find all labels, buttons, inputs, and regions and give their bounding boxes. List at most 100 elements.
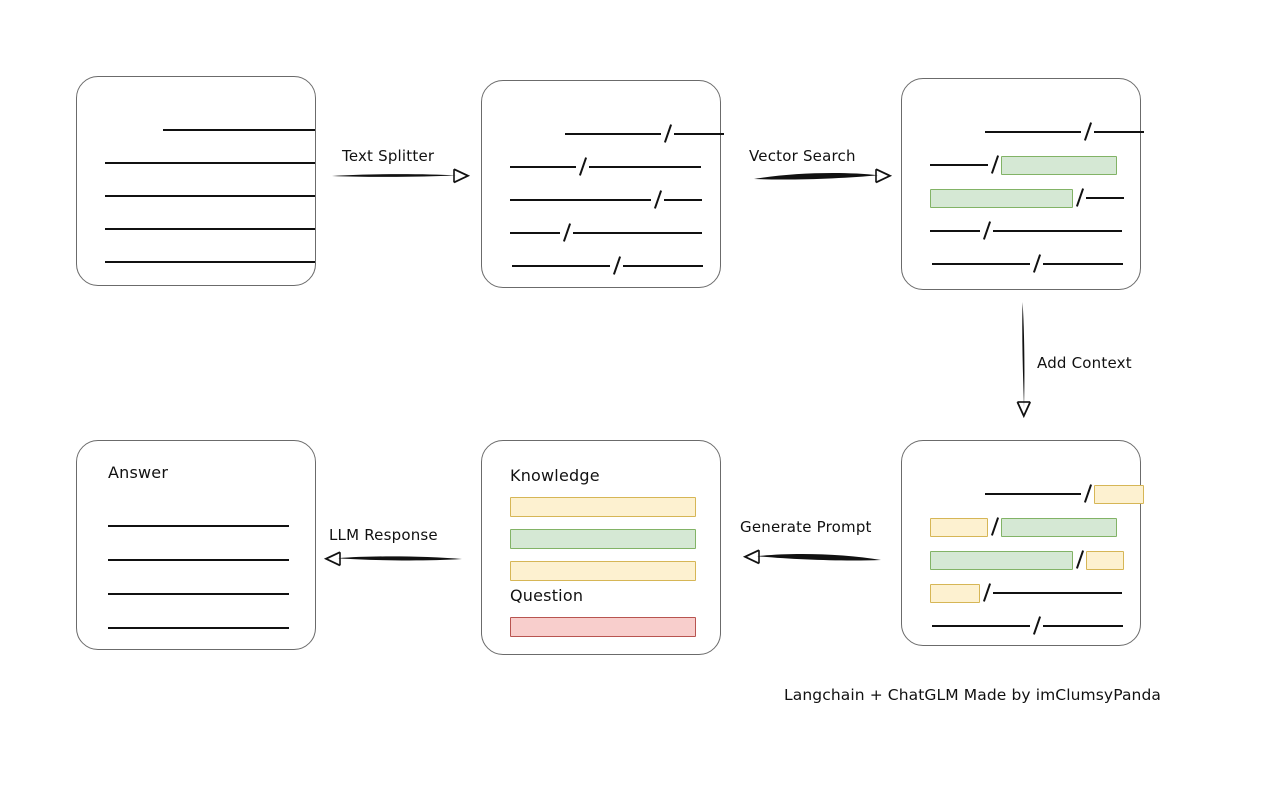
vector-search-arrow-icon [754, 168, 893, 184]
add-context-arrow-icon [1016, 302, 1032, 419]
text-line-segment [932, 625, 1030, 627]
text-line-segment [510, 232, 560, 234]
edge-label-text-splitter: Text Splitter [342, 147, 435, 165]
knowledge-label: Knowledge [510, 466, 600, 485]
text-line-segment [1043, 263, 1123, 265]
text-row [77, 515, 315, 537]
split-chunks-lines [482, 81, 724, 287]
text-row [902, 483, 1144, 505]
text-row [902, 582, 1140, 604]
text-line-segment [930, 164, 988, 166]
text-line-segment [105, 261, 315, 263]
highlight-chip-green [930, 550, 1073, 570]
slash-separator-icon [980, 221, 993, 241]
llm-response-arrow-icon [323, 551, 462, 567]
question-label: Question [510, 586, 584, 605]
slash-separator-icon [1030, 254, 1043, 274]
slash-separator-icon [1030, 616, 1043, 636]
text-line-segment [163, 129, 315, 131]
text-line-segment [664, 199, 702, 201]
edge-vector-search [752, 165, 893, 187]
slash-separator-icon [1081, 122, 1094, 142]
slash-separator-icon [988, 517, 1001, 537]
edge-add-context [1012, 300, 1036, 419]
text-row [902, 154, 1140, 176]
question-bar-1 [510, 617, 696, 637]
source-document-lines [77, 77, 315, 285]
text-row [902, 615, 1140, 637]
text-row [902, 220, 1140, 242]
node-answer[interactable]: Answer [76, 440, 316, 650]
text-row [482, 222, 720, 244]
text-row [77, 218, 315, 240]
text-line-segment [985, 131, 1081, 133]
node-split-chunks[interactable] [481, 80, 724, 288]
slash-separator-icon [1073, 550, 1086, 570]
node-source-document[interactable] [76, 76, 316, 286]
text-row [482, 123, 724, 145]
text-row [902, 549, 1140, 571]
text-row [902, 187, 1140, 209]
text-line-segment [1043, 625, 1123, 627]
text-line-segment [930, 230, 980, 232]
text-line-segment [510, 199, 651, 201]
text-line-segment [932, 263, 1030, 265]
text-row [482, 189, 720, 211]
edge-text-splitter [330, 165, 471, 187]
answer-lines [77, 441, 315, 649]
slash-separator-icon [988, 155, 1001, 175]
diagram-caption: Langchain + ChatGLM Made by imClumsyPand… [784, 686, 1162, 704]
edge-label-vector-search: Vector Search [749, 147, 856, 165]
highlight-chip-yellow [930, 517, 988, 537]
highlight-chip-green [1001, 517, 1117, 537]
text-line-segment [565, 133, 661, 135]
edge-llm-response [318, 548, 464, 570]
text-line-segment [985, 493, 1081, 495]
text-row [902, 121, 1144, 143]
text-line-segment [674, 133, 724, 135]
text-row [77, 617, 315, 639]
edge-generate-prompt [737, 546, 883, 568]
text-line-segment [108, 627, 289, 629]
node-generated-prompt[interactable]: Knowledge Question [481, 440, 721, 655]
generate-prompt-arrow-icon [742, 549, 881, 565]
node-context-added-chunks[interactable] [901, 440, 1144, 646]
text-line-segment [573, 232, 702, 234]
knowledge-bar-3 [510, 561, 696, 581]
text-row [77, 152, 315, 174]
slash-separator-icon [560, 223, 573, 243]
slash-separator-icon [1081, 484, 1094, 504]
text-line-segment [589, 166, 701, 168]
text-line-segment [108, 525, 289, 527]
text-line-segment [1086, 197, 1124, 199]
knowledge-bar-1 [510, 497, 696, 517]
line-spacer [930, 131, 985, 133]
text-line-segment [105, 195, 315, 197]
text-line-segment [1094, 131, 1144, 133]
highlight-chip-yellow [1094, 484, 1144, 504]
slash-separator-icon [610, 256, 623, 276]
text-row [482, 255, 720, 277]
text-line-segment [105, 162, 315, 164]
text-line-segment [993, 230, 1122, 232]
line-spacer [510, 133, 565, 135]
edge-label-generate-prompt: Generate Prompt [740, 518, 872, 536]
text-line-segment [105, 228, 315, 230]
text-line-segment [108, 559, 289, 561]
knowledge-bar-2 [510, 529, 696, 549]
slash-separator-icon [661, 124, 674, 144]
slash-separator-icon [980, 583, 993, 603]
text-row [77, 119, 315, 141]
highlight-chip-yellow [1086, 550, 1124, 570]
text-line-segment [993, 592, 1122, 594]
edge-label-llm-response: LLM Response [329, 526, 438, 544]
slash-separator-icon [1073, 188, 1086, 208]
text-row [902, 253, 1140, 275]
node-vector-search-results[interactable] [901, 78, 1144, 290]
line-spacer [105, 129, 163, 131]
slash-separator-icon [651, 190, 664, 210]
context-added-lines [902, 441, 1144, 645]
text-row [77, 185, 315, 207]
highlight-chip-green [1001, 155, 1117, 175]
text-row [77, 549, 315, 571]
